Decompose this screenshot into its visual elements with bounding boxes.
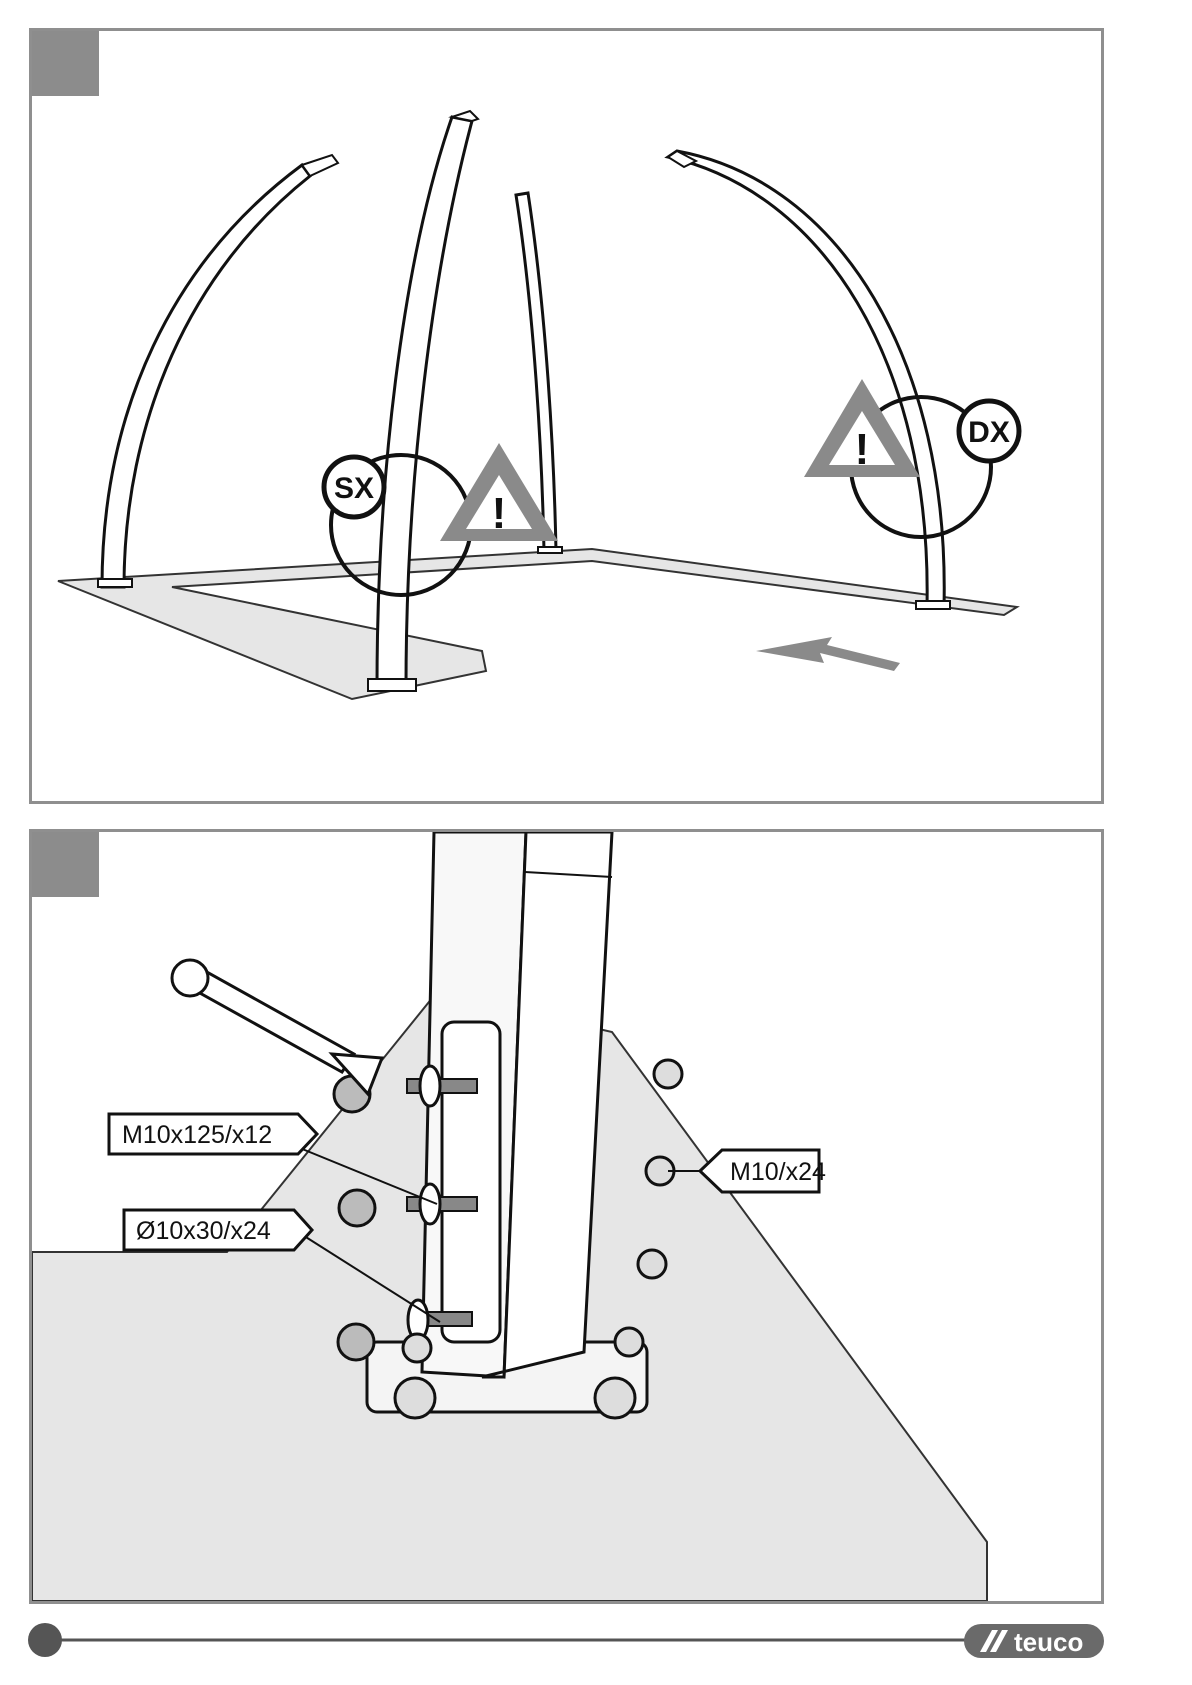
svg-text:!: ! xyxy=(492,489,507,538)
bracket-plate xyxy=(442,1022,500,1342)
base-nut xyxy=(395,1378,435,1418)
callout-bolt-label: M10x125/x12 xyxy=(122,1121,272,1149)
post-center-front xyxy=(377,117,472,687)
page-footer: teuco xyxy=(28,1620,1108,1664)
brand-name: teuco xyxy=(1014,1627,1083,1657)
base-nut xyxy=(595,1378,635,1418)
badge-sx-label: SX xyxy=(334,472,374,505)
side-nut xyxy=(638,1250,666,1278)
step-2-illustration: M10x125/x12 Ø10x30/x24 M10/x24 xyxy=(32,832,1101,1601)
step-2-panel: M10x125/x12 Ø10x30/x24 M10/x24 xyxy=(29,829,1104,1604)
post-left xyxy=(102,165,310,587)
callout-washer-label: Ø10x30/x24 xyxy=(136,1217,271,1245)
step-1-panel: SX DX ! ! xyxy=(29,28,1104,804)
wrench-icon xyxy=(172,960,382,1094)
floor-track xyxy=(58,549,1017,699)
page-marker xyxy=(28,1623,62,1657)
step-1-illustration: SX DX ! ! xyxy=(32,31,1101,801)
badge-dx-label: DX xyxy=(968,416,1010,449)
base-nut xyxy=(615,1328,643,1356)
arrow-icon xyxy=(756,637,900,671)
callout-washer: Ø10x30/x24 xyxy=(124,1210,312,1250)
base-nut xyxy=(403,1334,431,1362)
callout-nut-label: M10/x24 xyxy=(730,1158,826,1186)
side-nut xyxy=(654,1060,682,1088)
callout-bolt: M10x125/x12 xyxy=(109,1114,317,1154)
svg-text:!: ! xyxy=(855,425,870,474)
callout-nut: M10/x24 xyxy=(700,1150,826,1192)
post-right xyxy=(668,151,944,607)
brand-logo-icon: teuco xyxy=(964,1624,1104,1658)
